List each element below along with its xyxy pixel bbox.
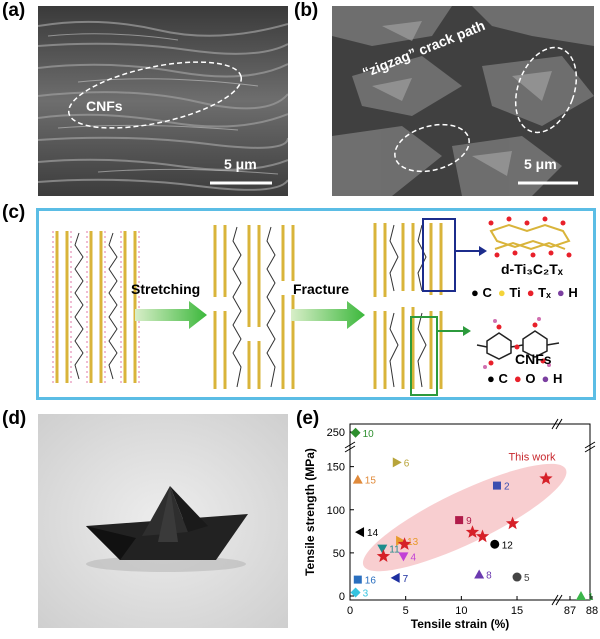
y-tick-label: 150 bbox=[327, 462, 345, 474]
sem-texture-a bbox=[38, 6, 288, 196]
ref-point bbox=[490, 539, 500, 549]
ref-label: 15 bbox=[365, 476, 377, 487]
x-tick-label: 15 bbox=[511, 605, 523, 617]
x-tick-label: 10 bbox=[455, 605, 467, 617]
paper-boat-drawing bbox=[38, 414, 288, 628]
panel-label-e: (e) bbox=[296, 408, 320, 429]
ref-label: 14 bbox=[367, 528, 379, 539]
this-work-region bbox=[362, 463, 567, 572]
mxene-structure bbox=[488, 216, 572, 258]
mxene-legend-ti: ● Ti bbox=[497, 285, 521, 300]
ref-point bbox=[398, 552, 409, 562]
this-work-star bbox=[397, 537, 412, 550]
sem-texture-b bbox=[332, 6, 594, 196]
ref-label: 3 bbox=[363, 589, 369, 600]
y-tick-label: 50 bbox=[333, 548, 345, 560]
ref-point bbox=[353, 575, 362, 584]
ref-point bbox=[455, 516, 464, 525]
ref-label: 13 bbox=[407, 537, 419, 548]
ref-point bbox=[576, 591, 586, 600]
panel-label-d: (d) bbox=[2, 408, 27, 429]
right-stack bbox=[373, 218, 487, 396]
x-axis-break-top bbox=[551, 418, 563, 430]
ref-label: 16 bbox=[365, 576, 377, 587]
ref-point bbox=[492, 481, 501, 490]
scale-bar-label-a: 5 μm bbox=[224, 156, 257, 172]
mxene-legend-tx: ● Tₓ bbox=[526, 285, 551, 300]
plot-frame bbox=[349, 423, 591, 601]
ref-label: 5 bbox=[524, 573, 530, 584]
cnf-legend-c: ● C bbox=[487, 371, 508, 386]
sem-image-a: CNFs 5 μm bbox=[38, 6, 288, 196]
cnfs-annotation: CNFs bbox=[86, 98, 123, 114]
y-tick-label: 250 bbox=[327, 427, 345, 439]
cnf-label: CNFs bbox=[515, 351, 552, 367]
y-axis-label: Tensile strength (MPa) bbox=[303, 448, 317, 576]
scale-bar-label-b: 5 μm bbox=[524, 156, 557, 172]
ref-label: 6 bbox=[404, 458, 410, 469]
mxene-label: d-Ti₃C₂Tₓ bbox=[501, 261, 563, 277]
mxene-legend-h: ● H bbox=[556, 285, 578, 300]
ref-label: 9 bbox=[466, 516, 472, 527]
x-tick-label: 88 bbox=[586, 605, 598, 617]
ref-label: 11 bbox=[389, 545, 400, 556]
this-work-star bbox=[376, 549, 391, 562]
y-axis-break bbox=[344, 441, 356, 453]
ref-point bbox=[512, 572, 522, 582]
ref-label: 10 bbox=[363, 429, 375, 440]
ref-label: 12 bbox=[502, 540, 514, 551]
x-axis-label: Tensile strain (%) bbox=[411, 617, 509, 631]
schematic-drawing bbox=[52, 216, 572, 396]
panel-label-c: (c) bbox=[2, 202, 26, 223]
ref-label: 7 bbox=[403, 574, 409, 585]
ref-point bbox=[355, 527, 365, 538]
panel-label-b: (b) bbox=[294, 0, 319, 21]
ref-point bbox=[474, 569, 485, 579]
this-work-label: This work bbox=[508, 452, 556, 464]
fracture-label: Fracture bbox=[293, 281, 350, 297]
ref-point bbox=[350, 427, 361, 438]
cnf-legend: ● C ● O ● H bbox=[487, 371, 562, 386]
x-axis-break bbox=[551, 594, 563, 606]
ref-label: 2 bbox=[504, 482, 510, 493]
cnf-legend-o: ● O bbox=[513, 371, 536, 386]
ref-point bbox=[396, 535, 406, 546]
y-tick-label: 100 bbox=[327, 505, 345, 517]
mxene-legend-c: ● C bbox=[471, 285, 492, 300]
this-work-star bbox=[505, 516, 520, 530]
ref-point bbox=[377, 544, 388, 554]
this-work-star bbox=[475, 529, 490, 543]
ref-label: 4 bbox=[410, 552, 416, 563]
cnf-legend-h: ● H bbox=[541, 371, 563, 386]
panel-label-a: (a) bbox=[2, 0, 26, 21]
x-tick-label: 5 bbox=[403, 605, 409, 617]
mxene-legend: ● C ● Ti ● Tₓ ● H bbox=[471, 285, 578, 300]
schematic-box: Stretching Fracture d-Ti₃C₂Tₓ ● C ● Ti ●… bbox=[36, 208, 596, 400]
stretching-label: Stretching bbox=[131, 281, 201, 297]
ref-point bbox=[392, 457, 402, 468]
ref-label: 1 bbox=[588, 592, 594, 603]
y-tick-label: 0 bbox=[339, 591, 345, 603]
this-work-star bbox=[465, 525, 480, 538]
paper-boat-photo bbox=[38, 414, 288, 628]
ref-point bbox=[390, 572, 400, 583]
this-work-star bbox=[539, 471, 553, 485]
ref-point bbox=[352, 474, 363, 484]
middle-stack bbox=[213, 225, 295, 389]
x-tick-label: 0 bbox=[347, 605, 353, 617]
left-stack bbox=[52, 231, 140, 383]
x-tick-label: 87 bbox=[564, 605, 576, 617]
sem-image-b: “zigzag” crack path 5 μm bbox=[332, 6, 594, 196]
y-axis-break-right bbox=[584, 441, 596, 453]
ref-point bbox=[350, 587, 361, 598]
ref-label: 8 bbox=[486, 570, 492, 581]
